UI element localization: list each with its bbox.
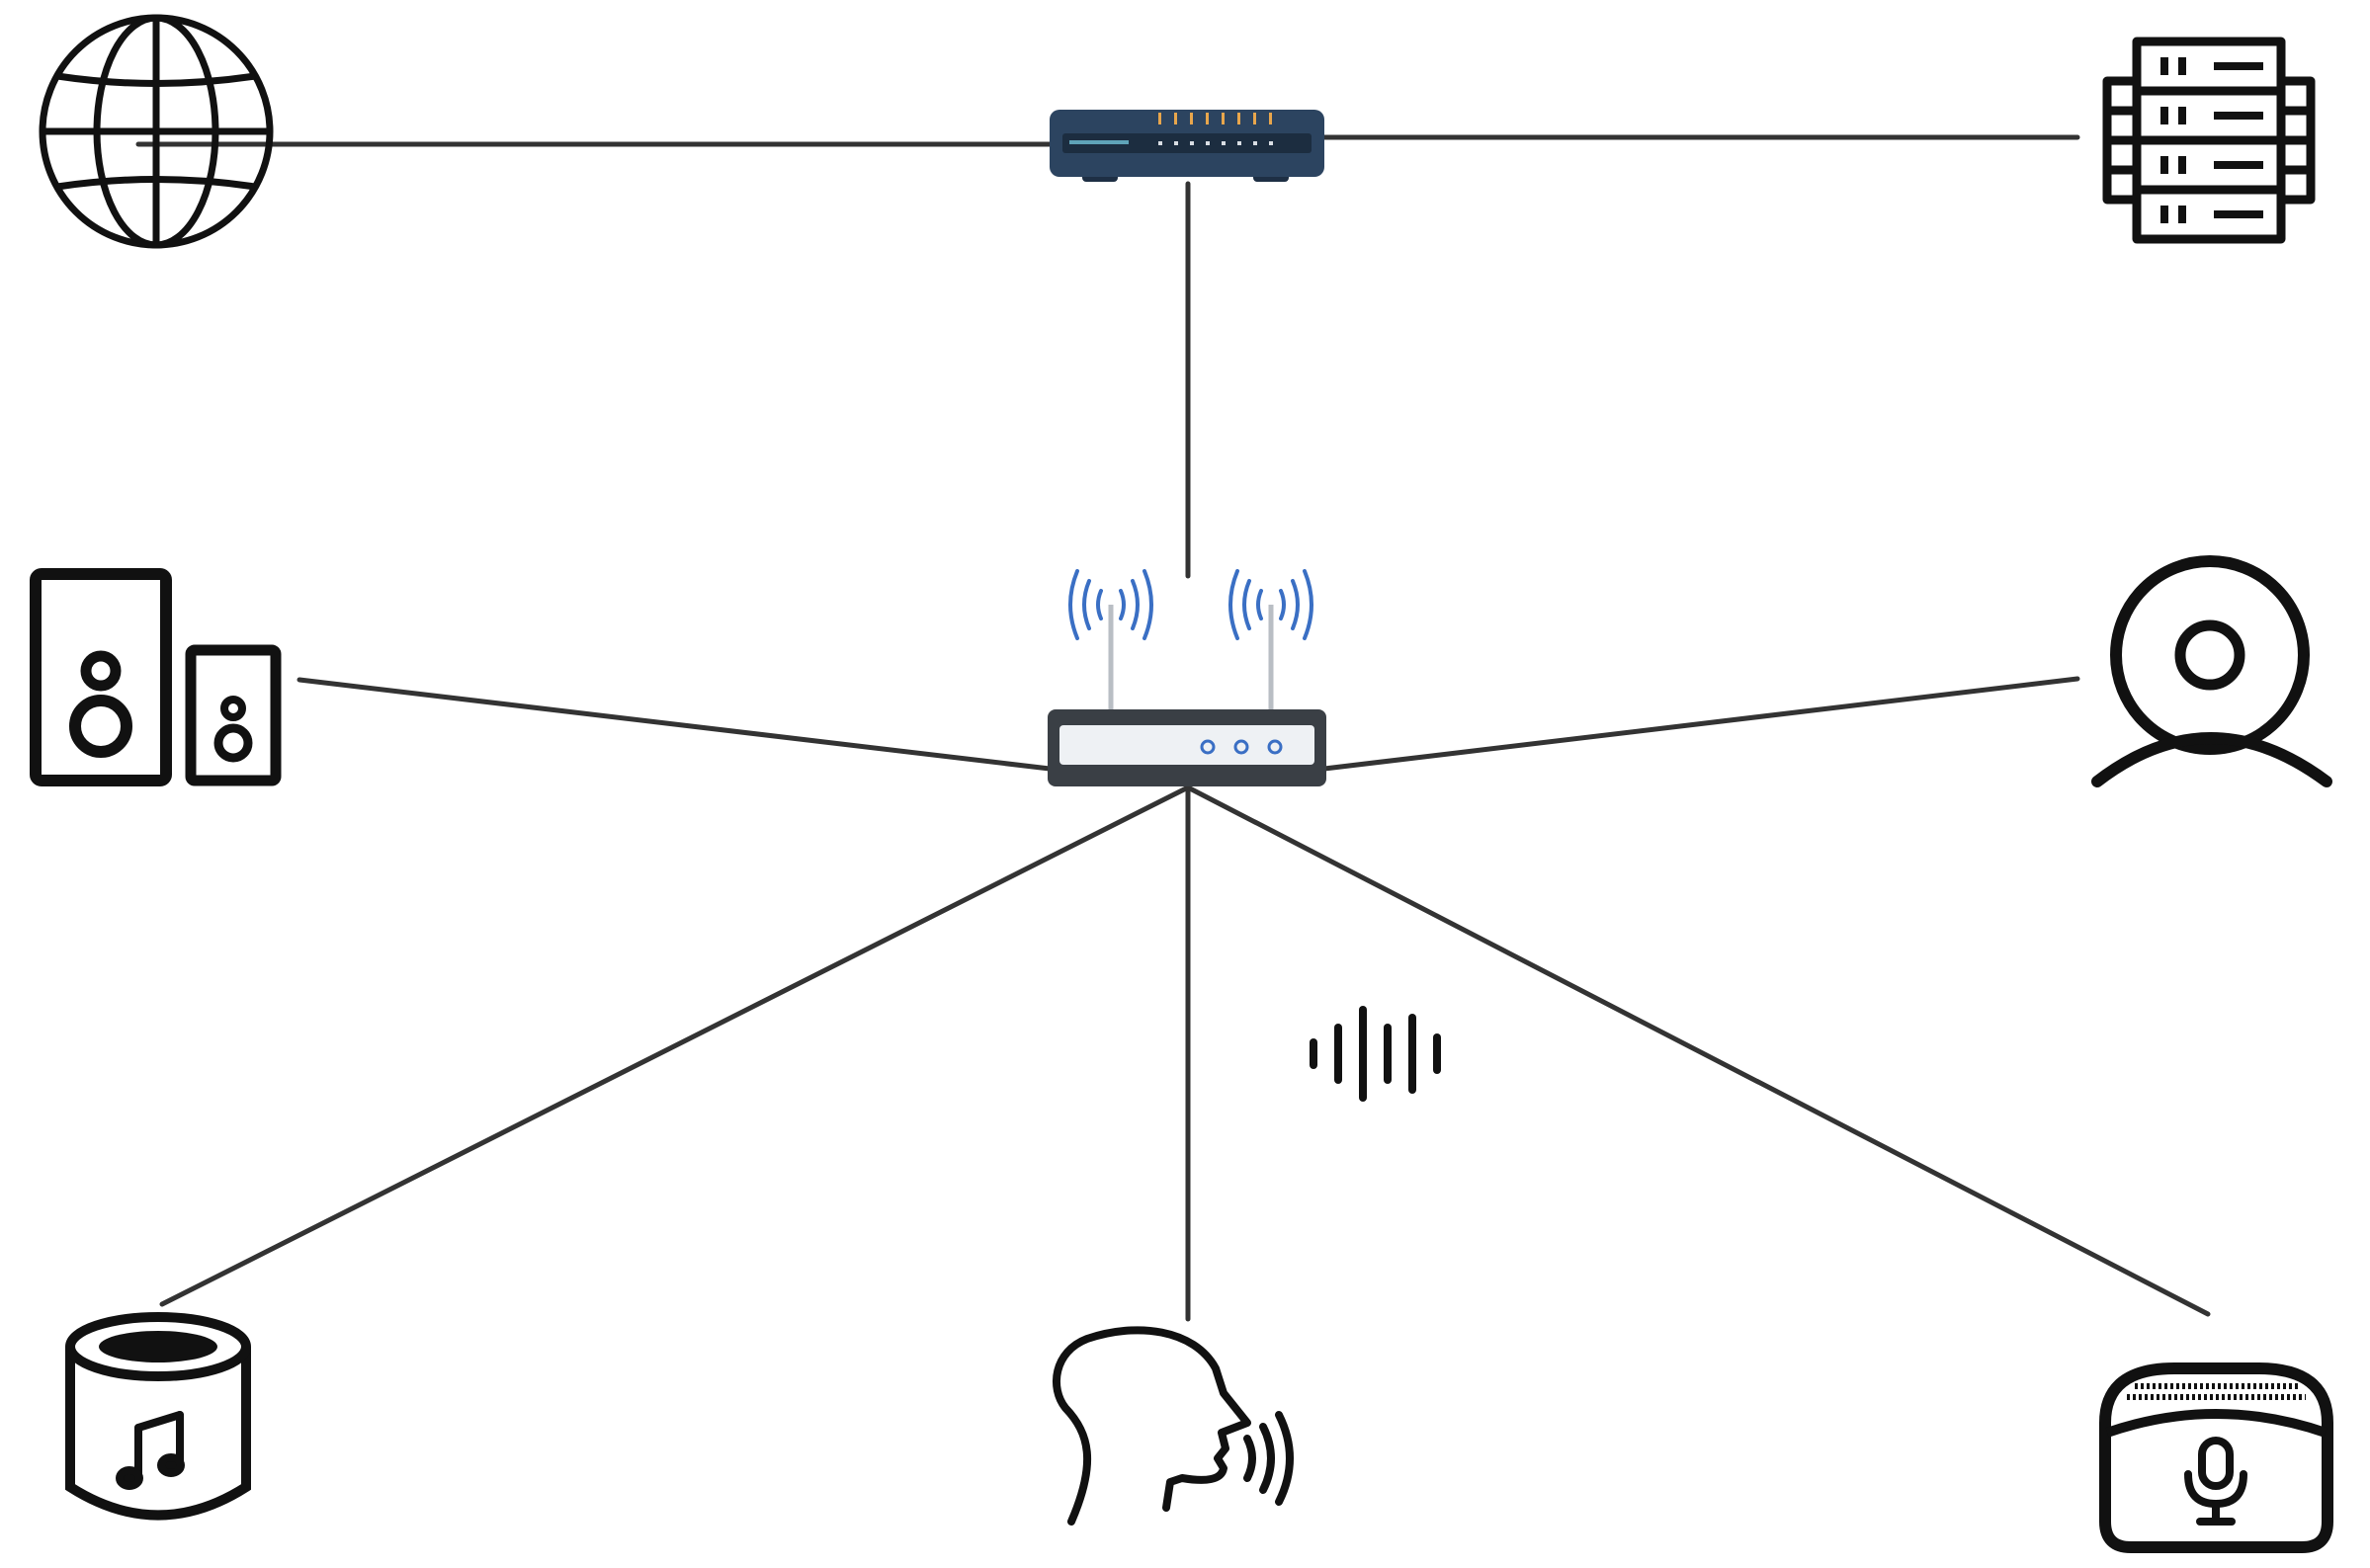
modem-icon	[1050, 110, 1324, 182]
music-note-icon	[116, 1411, 185, 1490]
voice-assistant-speaker-icon	[2099, 1362, 2333, 1553]
edge-router-speakers	[296, 677, 1053, 772]
connections	[135, 134, 2211, 1322]
person-speaking-icon	[1053, 1326, 1294, 1526]
sound-wave-icon	[1310, 1006, 1441, 1102]
globe-icon	[39, 14, 274, 249]
wifi-router-icon	[1048, 569, 1326, 786]
webcam-icon	[2091, 555, 2332, 787]
server-rack-icon	[2102, 37, 2316, 244]
edge-router-smart-speaker	[159, 784, 1191, 1307]
wifi-signal-icon	[1068, 569, 1313, 640]
edge-router-voice-speaker	[1185, 784, 2211, 1317]
edge-router-webcam	[1321, 676, 2080, 772]
speakers-icon	[30, 568, 282, 786]
smart-speaker-music-icon	[65, 1312, 251, 1521]
microphone-icon	[2184, 1437, 2247, 1526]
